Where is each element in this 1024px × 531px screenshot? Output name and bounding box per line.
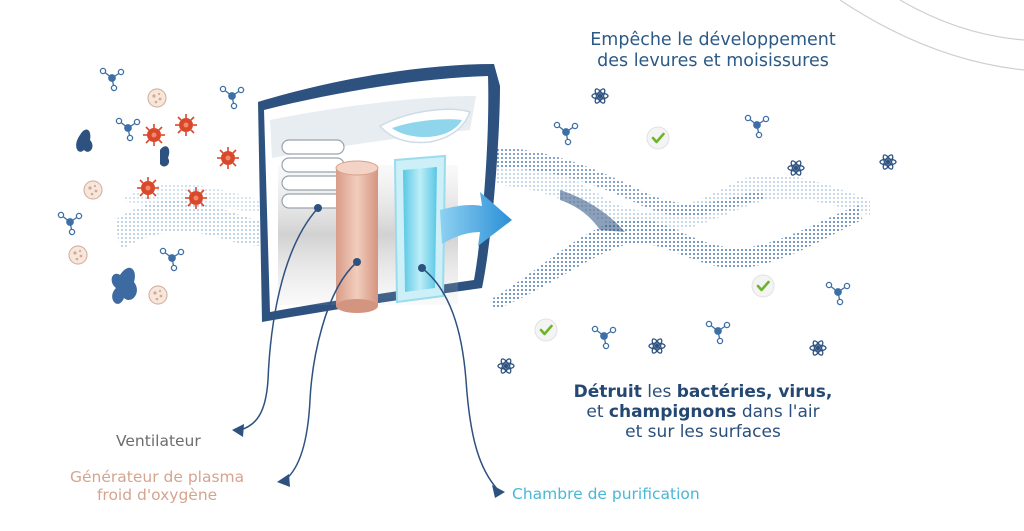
spore-icon (160, 146, 170, 167)
benefit-germs-line2: et champignons dans l'air (538, 402, 868, 422)
atom-icon (809, 338, 827, 358)
callout-dots (232, 204, 505, 498)
incoming-airflow (115, 184, 300, 250)
molecule-icon (705, 320, 731, 345)
atom-icon (879, 152, 897, 172)
generator-label: Générateur de plasma froid d'oxygène (70, 468, 244, 504)
molecule-icon (99, 67, 125, 92)
molecule-icon (553, 121, 579, 146)
bold-bacteria-virus: bactéries, virus, (676, 382, 833, 402)
benefit-germs-line3: et sur les surfaces (625, 422, 781, 442)
arrow-icon (440, 192, 512, 246)
germ-cell-icon (147, 88, 167, 108)
plasma-generator-icon (335, 160, 379, 313)
atom-icon (787, 158, 805, 178)
virus-icon (142, 123, 166, 147)
fan-label: Ventilateur (116, 432, 201, 450)
atom-icon (648, 336, 666, 356)
bold-fungi: champignons (608, 402, 737, 422)
benefit-mold-text: Empêche le développement des levures et … (548, 30, 878, 72)
benefit-mold-line2: des levures et moisissures (597, 51, 829, 71)
generator-label-line2: froid d'oxygène (96, 486, 218, 504)
atom-icon (497, 356, 515, 376)
spore-icon (111, 267, 137, 304)
molecule-icon (115, 117, 141, 142)
germ-cell-icon (83, 180, 103, 200)
text-les: les (641, 382, 677, 402)
atom-icon (591, 86, 609, 106)
bold-destroys: Détruit (573, 382, 642, 402)
virus-icon (184, 186, 208, 210)
virus-icon (216, 146, 240, 170)
check-icon (645, 125, 671, 151)
germ-cell-icon (68, 245, 88, 265)
spore-icon (76, 129, 93, 152)
germs-cluster (57, 67, 245, 305)
benefit-mold-line1: Empêche le développement (590, 30, 836, 50)
benefit-germs-line1: Détruit les bactéries, virus, (538, 382, 868, 402)
outgoing-airflow (450, 147, 870, 310)
molecule-icon (825, 281, 851, 306)
text-et: et (586, 402, 609, 422)
germ-cell-icon (148, 285, 168, 305)
callout-lines (239, 207, 499, 491)
molecule-icon (744, 114, 770, 139)
decorative-arcs (839, 0, 1024, 71)
check-icon (750, 273, 776, 299)
purification-chamber-icon (393, 154, 447, 304)
generator-label-line1: Générateur de plasma (70, 468, 245, 486)
molecule-icon (57, 211, 83, 236)
text-in-air: dans l'air (736, 402, 820, 422)
benefit-germs-text: Détruit les bactéries, virus, et champig… (538, 382, 868, 442)
chamber-label: Chambre de purification (512, 485, 700, 503)
molecule-icon (591, 325, 617, 350)
purifier-device (258, 64, 500, 322)
virus-icon (136, 176, 160, 200)
molecule-icon (219, 85, 245, 110)
check-icon (533, 317, 559, 343)
molecule-icon (159, 247, 185, 272)
fan-icon (281, 139, 345, 209)
virus-icon (174, 113, 198, 137)
